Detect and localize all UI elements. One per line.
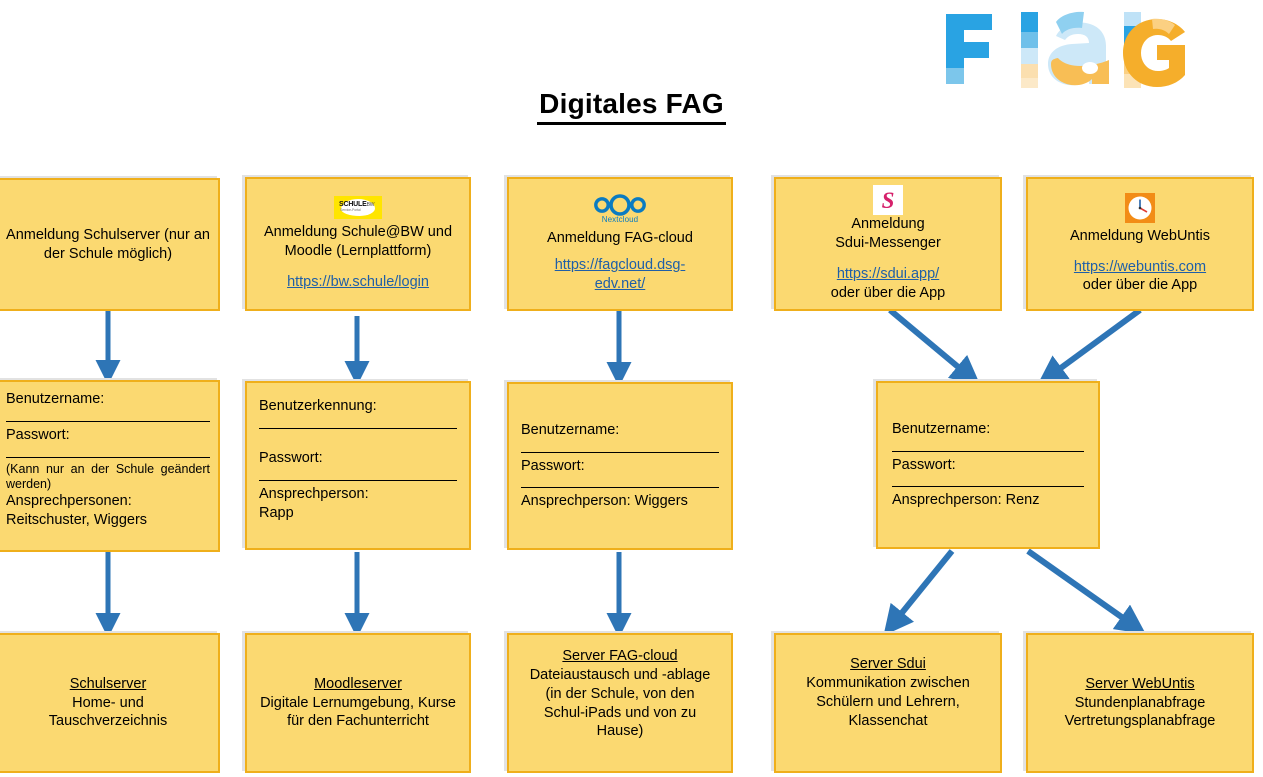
login-box-sdui[interactable]: S Anmeldung Sdui-Messenger https://sdui.… [774,177,1002,311]
page-title: Digitales FAG [0,88,1263,125]
credentials-contact-value-2: Rapp [259,504,294,521]
nextcloud-icon-label: Nextcloud [601,215,639,225]
nextcloud-icon [594,194,646,216]
server-line-schulserver-1: Home- und [72,694,144,711]
server-line-sdui-2: Schülern und Lehrern, [816,693,960,710]
login-link-schulebw[interactable]: https://bw.schule/login [287,273,429,290]
credentials-pass-line-1 [6,456,210,458]
server-line-fagcloud-2: (in der Schule, von den [545,685,695,702]
schule-bw-icon: SCHULEBW Service-Portal [334,196,382,220]
credentials-contact-label-1: Ansprechpersonen: [6,492,132,509]
login-heading-fagcloud: Anmeldung FAG-cloud [547,230,693,247]
server-box-schulserver[interactable]: Schulserver Home- und Tauschverzeichnis [0,633,220,773]
sdui-icon: S [873,185,903,216]
credentials-pass-line-4 [892,486,1084,488]
server-line-sdui-1: Kommunikation zwischen [806,674,970,691]
webuntis-clock-icon [1125,192,1155,223]
login-box-schulebw[interactable]: SCHULEBW Service-Portal Anmeldung Schule… [245,177,471,311]
server-line-fagcloud-4: Hause) [596,723,644,740]
credentials-contact-label-3: Ansprechperson: Wiggers [521,493,688,510]
server-line-moodle-2: für den Fachunterricht [287,713,429,730]
server-title-schulserver: Schulserver [69,675,147,692]
credentials-user-label-4: Benutzername: [892,420,991,437]
server-line-sdui-3: Klassenchat [848,712,928,729]
server-title-moodle: Moodleserver [314,675,402,692]
server-box-fagcloud[interactable]: Server FAG-cloud Dateiaustausch und -abl… [507,633,733,773]
credentials-pass-label-2: Passwort: [259,449,323,466]
credentials-user-label-3: Benutzername: [521,421,620,438]
credentials-note-1: (Kann nur an der Schule geändert werden) [6,461,210,491]
login-link-webuntis[interactable]: https://webuntis.com [1073,258,1207,275]
login-box-schulserver[interactable]: Anmeldung Schulserver (nur an der Schule… [0,178,220,311]
credentials-contact-value-1: Reitschuster, Wiggers [6,511,148,528]
login-heading-schulserver: Anmeldung Schulserver (nur an der Schule… [6,226,210,262]
server-title-sdui: Server Sdui [850,656,926,672]
credentials-user-label-2: Benutzerkennung: [259,398,377,414]
server-line-fagcloud-1: Dateiaustausch und -ablage [529,666,711,683]
schule-bw-icon-text: SCHULE [339,201,367,209]
server-title-fagcloud: Server FAG-cloud [562,648,678,664]
credentials-user-line-2 [259,427,457,429]
login-link-fagcloud[interactable]: https://fagcloud.dsg-edv.net/ [554,257,686,293]
server-line-webuntis-1: Stundenplanabfrage [1074,694,1206,711]
server-box-webuntis[interactable]: Server WebUntis Stundenplanabfrage Vertr… [1026,633,1254,773]
server-line-schulserver-2: Tauschverzeichnis [48,713,168,730]
fag-logo [938,6,1194,90]
page-title-text: Digitales FAG [537,88,726,125]
login-box-fagcloud[interactable]: Nextcloud Anmeldung FAG-cloud https://fa… [507,177,733,311]
credentials-user-line-4 [892,450,1084,452]
credentials-contact-label-4: Ansprechperson: Renz [892,492,1040,509]
credentials-pass-label-4: Passwort: [892,456,956,473]
server-box-moodle[interactable]: Moodleserver Digitale Lernumgebung, Kurs… [245,633,471,773]
login-note-sdui: oder über die App [830,284,946,301]
login-heading-sdui-line2: Sdui-Messenger [835,235,941,252]
server-line-fagcloud-3: Schul-iPads und von zu [543,704,697,721]
login-note-webuntis: oder über die App [1082,277,1198,294]
credentials-box-sdui-webuntis[interactable]: Benutzername: Passwort: Ansprechperson: … [876,381,1100,549]
credentials-pass-label-3: Passwort: [521,457,585,474]
login-heading-webuntis: Anmeldung WebUntis [1070,227,1210,244]
login-heading-sdui-line1: Anmeldung [851,216,925,233]
login-link-sdui[interactable]: https://sdui.app/ [836,266,940,282]
credentials-contact-label-2: Ansprechperson: [259,485,369,502]
server-line-webuntis-2: Vertretungsplanabfrage [1064,713,1216,730]
schule-bw-icon-subtext: BW [366,202,375,209]
credentials-pass-line-2 [259,479,457,481]
credentials-box-schulserver[interactable]: Benutzername: Passwort: (Kann nur an der… [0,380,220,552]
credentials-box-fagcloud[interactable]: Benutzername: Passwort: Ansprechperson: … [507,382,733,550]
server-line-moodle-1: Digitale Lernumgebung, Kurse [260,694,456,711]
sdui-icon-text: S [881,187,895,213]
credentials-user-label-1: Benutzername: [6,391,105,407]
credentials-user-line-1 [6,420,210,422]
credentials-pass-label-1: Passwort: [6,426,70,443]
credentials-box-schulebw[interactable]: Benutzerkennung: Passwort: Ansprechperso… [245,381,471,550]
server-title-webuntis: Server WebUntis [1085,675,1195,692]
credentials-user-line-3 [521,451,719,453]
login-heading-schulebw: Anmeldung Schule@BW und Moodle (Lernplat… [263,224,453,260]
server-box-sdui[interactable]: Server Sdui Kommunikation zwischen Schül… [774,633,1002,773]
login-box-webuntis[interactable]: Anmeldung WebUntis https://webuntis.com … [1026,177,1254,311]
credentials-pass-line-3 [521,487,719,489]
